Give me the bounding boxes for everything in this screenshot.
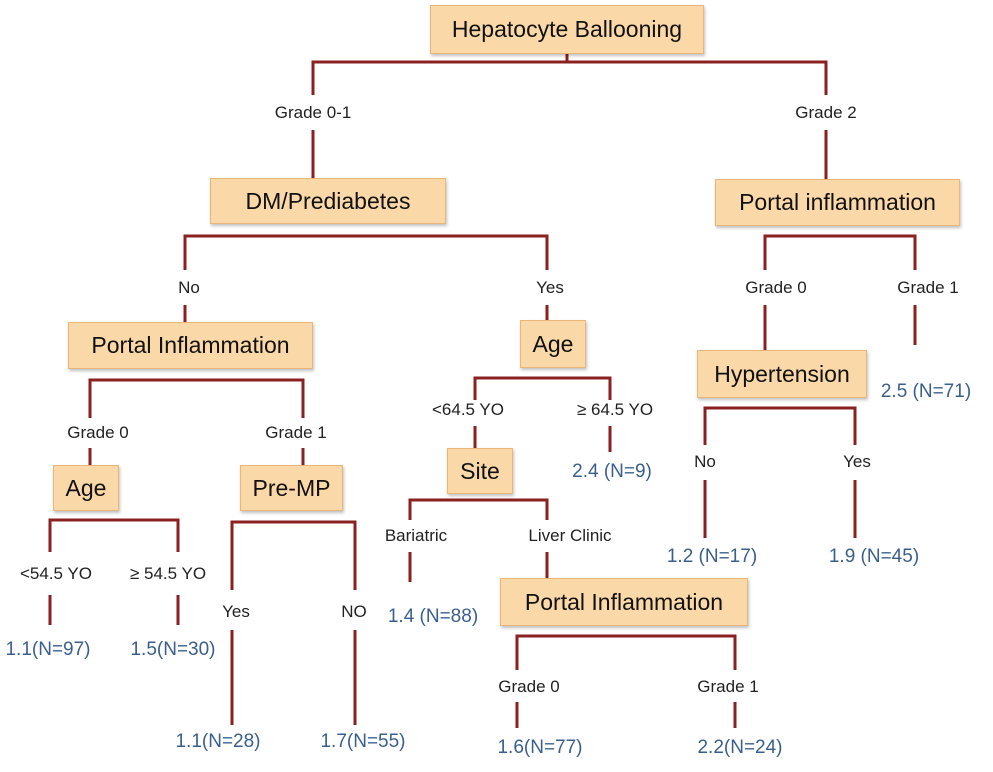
edge-label-grade0-left: Grade 0 bbox=[65, 423, 131, 443]
node-portal-inflammation-right: Portal inflammation bbox=[715, 179, 960, 226]
edge-label-lt545: <54.5 YO bbox=[18, 564, 94, 584]
edge-label-grade0-right: Grade 0 bbox=[743, 278, 809, 298]
node-portal-inflammation-left: Portal Inflammation bbox=[68, 322, 313, 369]
node-age-mid: Age bbox=[520, 320, 586, 368]
age-mid-branch-line bbox=[473, 376, 612, 410]
node-pre-mp: Pre-MP bbox=[240, 465, 343, 511]
edge-label-grade1-right: Grade 1 bbox=[895, 278, 961, 298]
edge-label-no-ht: No bbox=[692, 452, 718, 472]
leaf-1-5: 1.5(N=30) bbox=[128, 639, 218, 661]
site-branch-line bbox=[408, 498, 549, 520]
leaf-1-1-age: 1.1(N=97) bbox=[3, 639, 93, 661]
node-dm-prediabetes: DM/Prediabetes bbox=[210, 178, 446, 224]
leaf-1-9: 1.9 (N=45) bbox=[826, 546, 922, 568]
leaf-1-2: 1.2 (N=17) bbox=[664, 546, 760, 568]
edge-label-yes-ht: Yes bbox=[841, 452, 873, 472]
node-portal-inflammation-bottom: Portal Inflammation bbox=[500, 578, 748, 626]
edge-label-grade1-bottom: Grade 1 bbox=[695, 677, 761, 697]
node-age-left: Age bbox=[53, 465, 119, 511]
age-left-branch-line bbox=[48, 518, 180, 552]
premp-branch-line bbox=[230, 520, 357, 590]
edge-label-no-dm: No bbox=[176, 278, 202, 298]
leaf-1-6: 1.6(N=77) bbox=[495, 737, 585, 759]
leaf-2-5: 2.5 (N=71) bbox=[878, 381, 974, 403]
leaf-1-4: 1.4 (N=88) bbox=[385, 606, 481, 628]
node-site: Site bbox=[447, 448, 513, 494]
edge-label-grade0-bottom: Grade 0 bbox=[496, 677, 562, 697]
leaf-1-1-premp: 1.1(N=28) bbox=[173, 731, 263, 753]
dm-branch-line bbox=[183, 234, 549, 270]
node-hepatocyte-ballooning: Hepatocyte Ballooning bbox=[430, 5, 704, 54]
leaf-1-7: 1.7(N=55) bbox=[318, 731, 408, 753]
edge-label-yes-mp: Yes bbox=[220, 602, 252, 622]
hypertension-branch-line bbox=[703, 406, 857, 445]
edge-label-ge545: ≥ 54.5 YO bbox=[127, 564, 209, 584]
edge-label-grade1-left: Grade 1 bbox=[263, 423, 329, 443]
edge-label-grade2: Grade 2 bbox=[793, 103, 859, 123]
edge-label-yes-dm: Yes bbox=[534, 278, 566, 298]
portal-left-branch-line bbox=[88, 378, 305, 418]
leaf-2-2: 2.2(N=24) bbox=[695, 737, 785, 759]
edge-label-ge645: ≥ 64.5 YO bbox=[574, 400, 656, 420]
edge-label-liver-clinic: Liver Clinic bbox=[526, 526, 614, 546]
edge-label-no-mp: NO bbox=[339, 602, 369, 622]
edge-label-grade01: Grade 0-1 bbox=[272, 103, 354, 123]
node-hypertension: Hypertension bbox=[697, 350, 867, 398]
portal-right-branch-line bbox=[763, 234, 917, 270]
leaf-2-4: 2.4 (N=9) bbox=[570, 461, 654, 483]
root-branch-line bbox=[311, 60, 828, 95]
portal-bottom-branch-line bbox=[515, 634, 737, 670]
edge-label-bariatric: Bariatric bbox=[382, 526, 450, 546]
edge-label-lt645: <64.5 YO bbox=[430, 400, 506, 420]
